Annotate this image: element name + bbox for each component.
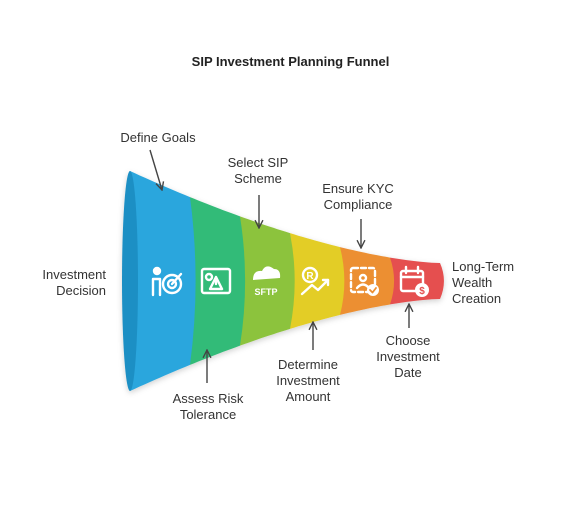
kyc-verified-icon [349, 266, 379, 296]
diagram-title: SIP Investment Planning Funnel [191, 54, 390, 69]
calendar-dollar-icon: $ [399, 265, 429, 297]
stage-label-assess-risk: Assess Risk Tolerance [172, 391, 244, 422]
funnel-mouth [122, 171, 138, 391]
rupee-growth-icon: R [300, 266, 330, 296]
funnel-band-select-sip [240, 216, 295, 346]
risk-warning-icon [200, 267, 232, 295]
start-label: Investment Decision [42, 267, 106, 298]
end-label: Long-Term Wealth Creation [452, 259, 515, 306]
target-goal-icon [151, 266, 183, 297]
sftp-cloud-icon: SFTP [253, 266, 281, 297]
svg-text:SFTP: SFTP [254, 287, 277, 297]
svg-text:$: $ [419, 286, 425, 297]
stage-label-kyc: Ensure KYC Compliance [322, 181, 394, 212]
funnel-band-investment-amount [290, 233, 345, 329]
stage-label-investment-date: Choose Investment Date [376, 333, 440, 380]
arrow-define-goals [149, 149, 162, 190]
funnel-band-kyc [340, 247, 395, 315]
stage-label-define-goals: Define Goals [120, 130, 196, 145]
stage-label-select-sip: Select SIP Scheme [227, 155, 289, 186]
svg-text:R: R [306, 271, 314, 282]
stage-label-investment-amount: Determine Investment Amount [276, 357, 340, 404]
funnel-band-investment-date [390, 257, 444, 305]
